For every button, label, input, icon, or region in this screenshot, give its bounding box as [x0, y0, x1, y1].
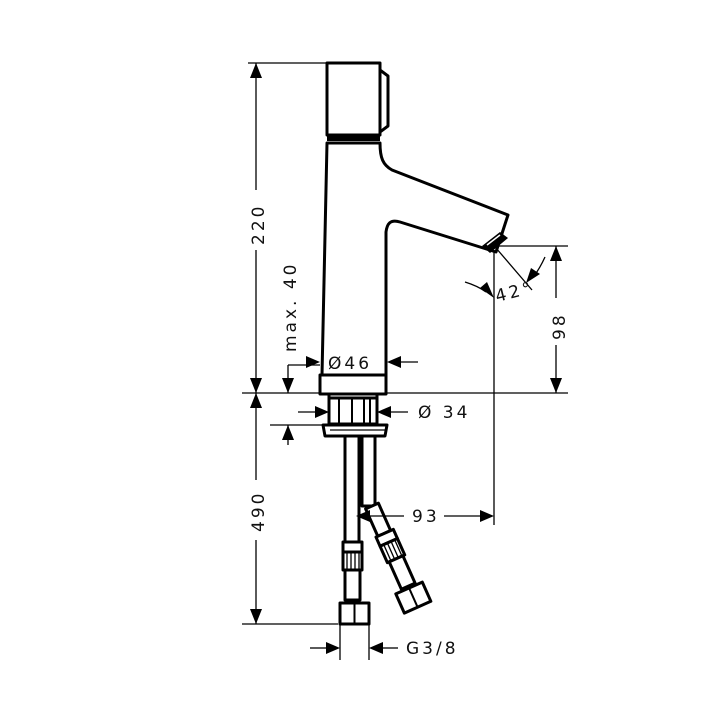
- dimension-total-height: 220: [249, 63, 269, 393]
- label-spout-projection: 93: [412, 507, 440, 527]
- extension-lines: [242, 62, 568, 660]
- dimension-spout-projection: 93: [356, 507, 494, 527]
- dimension-body-diameter: Ø46: [306, 354, 418, 374]
- dimension-outlet-height: 98: [550, 246, 570, 393]
- label-body-diameter: Ø46: [328, 354, 372, 374]
- cap-ring: [327, 136, 380, 141]
- handle-cap: [325, 61, 382, 137]
- dimension-hose-length: 490: [249, 393, 269, 624]
- mounting-assembly: [321, 392, 389, 438]
- dimension-spout-angle: 42°: [464, 247, 546, 307]
- label-base-diameter: Ø 34: [418, 403, 470, 423]
- dimension-base-diameter: Ø 34: [298, 403, 470, 423]
- hoses: [338, 434, 433, 626]
- base-rim: [318, 373, 388, 396]
- label-deck-thickness: max. 40: [281, 262, 301, 352]
- label-total-height: 220: [249, 204, 269, 245]
- label-spout-angle: 42°: [493, 278, 536, 307]
- label-connection-thread: G3/8: [406, 639, 459, 659]
- dimension-deck-thickness: max. 40: [281, 262, 320, 445]
- label-hose-length: 490: [249, 491, 269, 532]
- hose-left: [343, 434, 361, 544]
- aerator: [482, 232, 508, 253]
- faucet-body: [318, 61, 510, 396]
- push-button: [378, 68, 390, 134]
- label-outlet-height: 98: [550, 312, 570, 340]
- body-spout: [320, 141, 510, 377]
- dimension-connection-thread: G3/8: [310, 639, 459, 659]
